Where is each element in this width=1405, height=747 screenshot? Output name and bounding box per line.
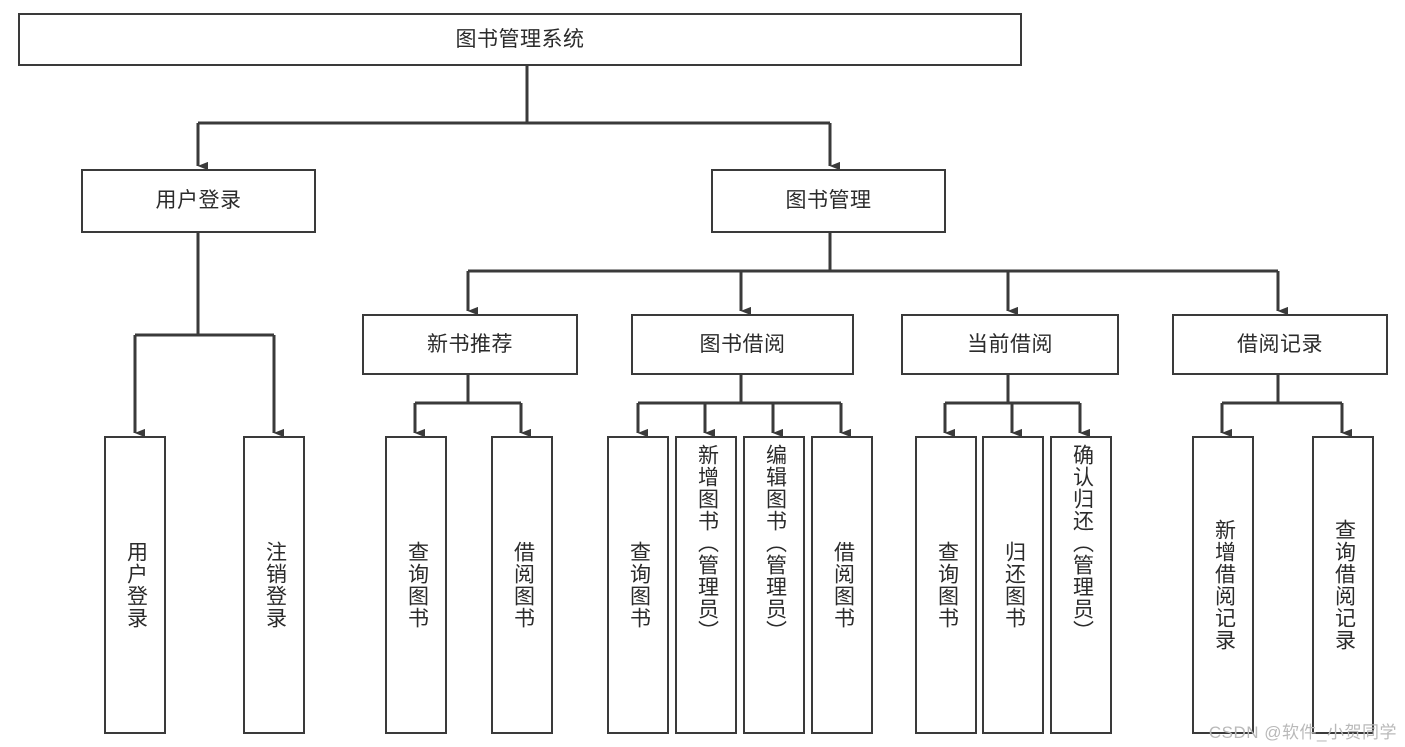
leaf-query-book-3-label: 查询图书	[935, 541, 959, 629]
node-book-borrow[interactable]: 图书借阅	[631, 314, 854, 375]
leaf-add-book-label: 新增图书（管理员）	[695, 444, 719, 642]
leaf-borrow-book-2[interactable]: 借阅图书	[811, 436, 873, 734]
node-book-management-label: 图书管理	[785, 189, 872, 213]
leaf-logout-login[interactable]: 注销登录	[243, 436, 305, 734]
node-user-login[interactable]: 用户登录	[81, 169, 316, 233]
csdn-watermark: CSDN @软件_小贺同学	[1208, 723, 1397, 742]
leaf-query-book-2[interactable]: 查询图书	[607, 436, 669, 734]
leaf-logout-login-label: 注销登录	[263, 541, 287, 629]
leaf-add-record[interactable]: 新增借阅记录	[1192, 436, 1254, 734]
leaf-user-login[interactable]: 用户登录	[104, 436, 166, 734]
leaf-edit-book[interactable]: 编辑图书（管理员）	[743, 436, 805, 734]
leaf-query-record[interactable]: 查询借阅记录	[1312, 436, 1374, 734]
leaf-borrow-book-2-label: 借阅图书	[831, 541, 855, 629]
node-current-borrow-label: 当前借阅	[967, 332, 1053, 356]
leaf-query-book-2-label: 查询图书	[627, 541, 651, 629]
leaf-edit-book-label: 编辑图书（管理员）	[763, 444, 787, 642]
node-user-login-label: 用户登录	[155, 189, 242, 213]
node-current-borrow[interactable]: 当前借阅	[901, 314, 1119, 375]
leaf-return-book[interactable]: 归还图书	[982, 436, 1044, 734]
leaf-add-record-label: 新增借阅记录	[1212, 519, 1236, 651]
node-root-label: 图书管理系统	[455, 27, 585, 51]
node-book-borrow-label: 图书借阅	[699, 332, 786, 356]
leaf-query-book-1-label: 查询图书	[405, 541, 429, 629]
node-new-book-recommend[interactable]: 新书推荐	[362, 314, 578, 375]
node-root[interactable]: 图书管理系统	[18, 13, 1022, 66]
leaf-confirm-return[interactable]: 确认归还（管理员）	[1050, 436, 1112, 734]
leaf-query-book-3[interactable]: 查询图书	[915, 436, 977, 734]
leaf-query-record-label: 查询借阅记录	[1332, 519, 1356, 651]
leaf-query-book-1[interactable]: 查询图书	[385, 436, 447, 734]
node-new-book-recommend-label: 新书推荐	[427, 332, 513, 356]
leaf-borrow-book-1-label: 借阅图书	[511, 541, 535, 629]
node-borrow-record[interactable]: 借阅记录	[1172, 314, 1388, 375]
leaf-return-book-label: 归还图书	[1002, 541, 1026, 629]
leaf-borrow-book-1[interactable]: 借阅图书	[491, 436, 553, 734]
leaf-add-book[interactable]: 新增图书（管理员）	[675, 436, 737, 734]
node-book-management[interactable]: 图书管理	[711, 169, 946, 233]
leaf-confirm-return-label: 确认归还（管理员）	[1070, 444, 1094, 642]
node-borrow-record-label: 借阅记录	[1237, 332, 1323, 356]
leaf-user-login-label: 用户登录	[124, 541, 148, 629]
